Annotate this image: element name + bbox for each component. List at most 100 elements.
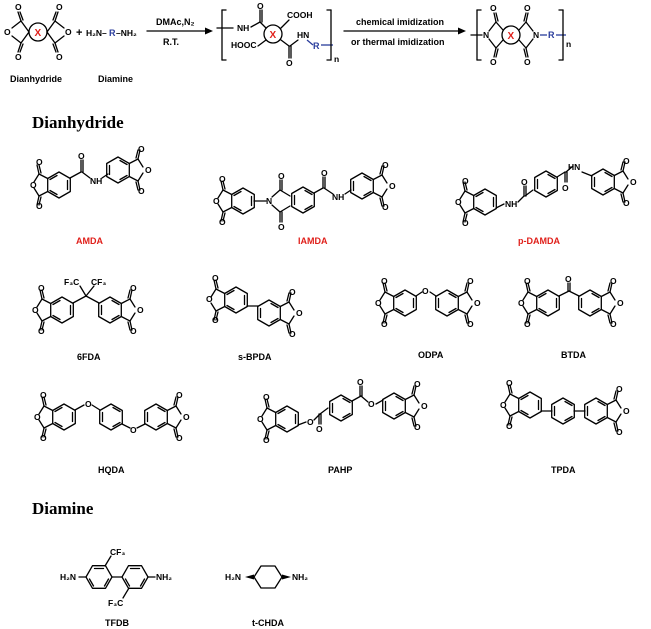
svg-text:O: O: [414, 422, 421, 432]
svg-text:O: O: [490, 3, 497, 13]
svg-text:O: O: [562, 183, 569, 193]
svg-text:O: O: [56, 2, 63, 12]
svg-text:H₂N: H₂N: [60, 572, 76, 582]
svg-text:O: O: [40, 433, 47, 443]
svg-text:HN: HN: [297, 30, 309, 40]
svg-text:O: O: [34, 412, 41, 422]
svg-text:O: O: [257, 1, 264, 11]
tfdb-label: TFDB: [105, 618, 129, 628]
tfdb-structure: H₂N CF₃ F₃C NH₂: [60, 547, 172, 608]
svg-text:O: O: [524, 276, 531, 286]
t-chda-structure: H₂N NH₂: [225, 565, 308, 589]
svg-text:O: O: [506, 378, 513, 388]
svg-text:NH: NH: [90, 176, 102, 186]
svg-text:NH₂: NH₂: [292, 572, 308, 582]
svg-text:O: O: [422, 286, 429, 296]
svg-text:O: O: [263, 392, 270, 402]
svg-text:O: O: [130, 425, 137, 435]
svg-text:O: O: [382, 202, 389, 212]
svg-text:O: O: [36, 157, 43, 167]
svg-text:–NH₂: –NH₂: [116, 28, 137, 38]
svg-text:F₃C: F₃C: [108, 598, 123, 608]
svg-text:O: O: [616, 427, 623, 437]
svg-text:n: n: [334, 54, 339, 64]
svg-text:O: O: [467, 276, 474, 286]
svg-text:O: O: [219, 217, 226, 227]
svg-text:O: O: [38, 283, 45, 293]
svg-text:O: O: [278, 222, 285, 232]
svg-text:O: O: [289, 287, 296, 297]
svg-text:O: O: [206, 294, 213, 304]
svg-text:O: O: [623, 156, 630, 166]
svg-text:O: O: [296, 308, 303, 318]
svg-text:O: O: [212, 273, 219, 283]
svg-text:O: O: [524, 57, 531, 67]
svg-text:X: X: [270, 30, 277, 41]
svg-text:O: O: [521, 177, 528, 187]
svg-text:O: O: [316, 424, 323, 434]
svg-text:O: O: [4, 27, 11, 37]
svg-text:O: O: [145, 165, 152, 175]
svg-text:O: O: [490, 57, 497, 67]
odpa-structure: O O O O O O O: [375, 276, 481, 329]
iamda-structure: O O O N O O O NH O O O: [213, 160, 396, 232]
p-damda-label: p-DAMDA: [518, 236, 560, 246]
dianhydride-label: Dianhydride: [10, 74, 62, 84]
svg-text:O: O: [368, 399, 375, 409]
svg-text:O: O: [40, 390, 47, 400]
svg-text:O: O: [421, 401, 428, 411]
svg-text:O: O: [414, 379, 421, 389]
svg-text:O: O: [138, 144, 145, 154]
p-damda-structure: O O O NH O O HN O O O: [455, 156, 637, 228]
btda-structure: O O O O O O O: [518, 274, 624, 329]
svg-text:O: O: [65, 27, 72, 37]
svg-text:O: O: [176, 390, 183, 400]
svg-text:O: O: [381, 319, 388, 329]
dianhydride-section-title: Dianhydride: [32, 113, 124, 132]
reaction-scheme: X O O O O O O Dianhydride +: [4, 1, 571, 84]
svg-text:CF₃: CF₃: [91, 277, 106, 287]
svg-text:O: O: [500, 400, 507, 410]
svg-text:O: O: [219, 174, 226, 184]
generic-dianhydride-structure: X O O O O O O: [4, 2, 72, 62]
imidization-top: chemical imidization: [356, 17, 444, 27]
svg-text:O: O: [56, 52, 63, 62]
svg-text:O: O: [130, 283, 137, 293]
svg-text:O: O: [289, 329, 296, 339]
x-symbol: X: [35, 28, 42, 39]
svg-text:R: R: [313, 41, 320, 51]
svg-text:NH: NH: [505, 199, 517, 209]
svg-text:R: R: [109, 28, 116, 38]
generic-diamine-formula: H₂N– R –NH₂: [86, 28, 137, 38]
svg-text:O: O: [213, 196, 220, 206]
amda-label: AMDA: [76, 236, 103, 246]
s-bpda-structure: O O O O O O: [206, 273, 303, 339]
svg-text:O: O: [462, 176, 469, 186]
svg-text:O: O: [278, 171, 285, 181]
svg-text:CF₃: CF₃: [110, 547, 125, 557]
svg-text:O: O: [30, 180, 37, 190]
svg-text:O: O: [474, 298, 481, 308]
svg-text:O: O: [630, 177, 637, 187]
svg-text:R: R: [548, 30, 555, 40]
btda-label: BTDA: [561, 350, 586, 360]
svg-text:O: O: [176, 433, 183, 443]
reaction-arrow-1: DMAc,N₂ R.T.: [146, 17, 213, 47]
svg-text:F₃C: F₃C: [64, 277, 79, 287]
svg-text:O: O: [617, 298, 624, 308]
svg-text:O: O: [623, 406, 630, 416]
svg-text:O: O: [183, 412, 190, 422]
s-bpda-label: s-BPDA: [238, 352, 272, 362]
svg-text:O: O: [610, 319, 617, 329]
svg-text:O: O: [506, 421, 513, 431]
svg-text:O: O: [467, 319, 474, 329]
svg-text:O: O: [307, 417, 314, 427]
svg-text:O: O: [518, 298, 525, 308]
svg-text:HOOC: HOOC: [231, 40, 257, 50]
svg-text:NH₂: NH₂: [156, 572, 172, 582]
svg-text:H₂N: H₂N: [225, 572, 241, 582]
iamda-label: IAMDA: [298, 236, 328, 246]
hqda-structure: O O O O O O O O: [34, 390, 190, 443]
conditions-top: DMAc,N₂: [156, 17, 195, 27]
